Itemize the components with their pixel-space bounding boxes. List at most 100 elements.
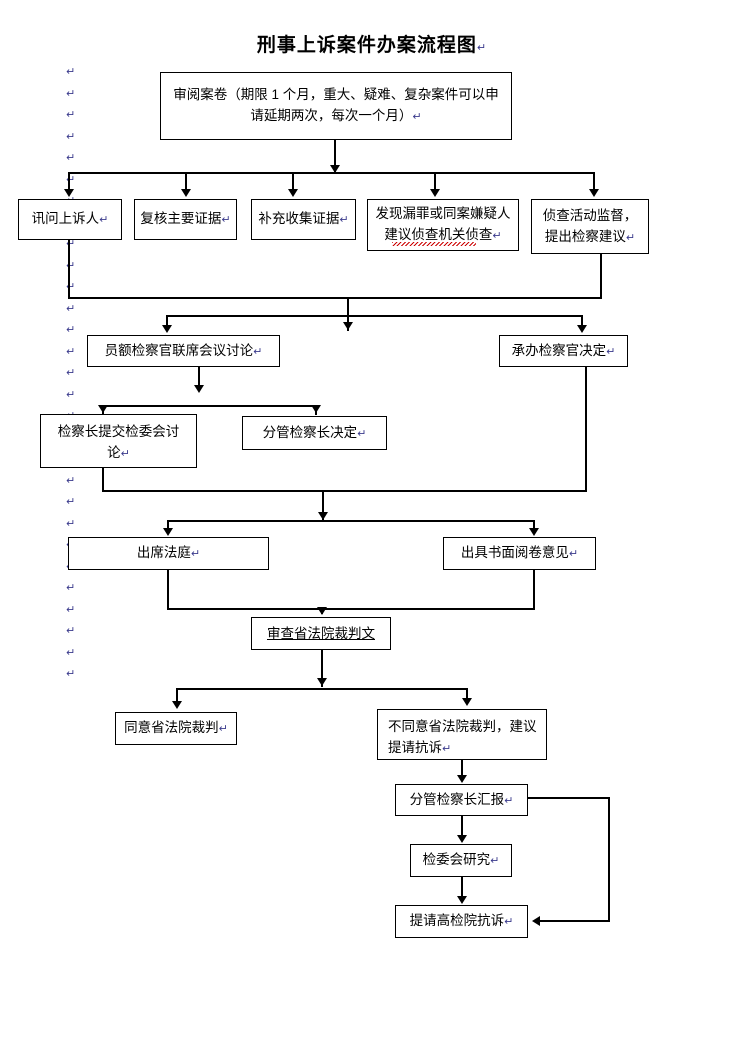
margin-pilcrow: ↵ xyxy=(66,130,76,143)
pilcrow: ↵ xyxy=(190,548,201,560)
edge-n9-down xyxy=(102,468,104,491)
margin-pilcrow: ↵ xyxy=(66,109,76,121)
arrowhead-n2 xyxy=(64,189,74,197)
pilcrow: ↵ xyxy=(221,214,231,226)
margin-pilcrow: ↵ xyxy=(66,582,76,594)
node-ti-qing-gao-jian-yuan-kang-su[interactable]: 提请高检院抗诉↵ xyxy=(395,905,528,938)
node-label: 补充收集证据↵ xyxy=(258,211,349,226)
edge-bus-to-n6 xyxy=(593,172,595,190)
arrowhead-level4-split xyxy=(194,385,204,393)
node-label: 提请高检院抗诉↵ xyxy=(409,913,514,928)
edge-bypass-right xyxy=(608,797,610,921)
pilcrow: ↵ xyxy=(99,214,109,226)
pilcrow: ↵ xyxy=(568,548,579,560)
node-jian-cha-zhang-ti-jiao[interactable]: 检察长提交检委会讨论↵ xyxy=(40,414,197,468)
edge-bypass-top xyxy=(528,797,610,799)
arrowhead-n10 xyxy=(311,405,321,413)
node-label: 承办检察官决定↵ xyxy=(511,342,616,358)
edge-split-bus-level7 xyxy=(176,688,466,690)
edge-merge-bus-level6 xyxy=(167,608,535,610)
node-bu-chong-shou-ji-zheng-ju[interactable]: 补充收集证据↵ xyxy=(251,199,356,240)
arrowhead-n3 xyxy=(181,189,191,197)
node-fu-he-zhu-yao-zheng-ju[interactable]: 复核主要证据↵ xyxy=(134,199,237,240)
margin-pilcrow: ↵ xyxy=(66,66,76,78)
arrowhead-n8 xyxy=(577,325,587,333)
node-label: 不同意省法院裁判，建议提请抗诉↵ xyxy=(388,719,537,755)
node-chu-ju-shu-mian-yue-juan-yi-jian[interactable]: 出具书面阅卷意见↵ xyxy=(443,537,596,570)
node-label: 侦查活动监督，提出检察建议↵ xyxy=(542,207,638,244)
edge-split-to-n12 xyxy=(533,520,535,530)
arrowhead-split-level3 xyxy=(343,322,353,330)
node-cheng-ban-jian-cha-guan-jue-ding[interactable]: 承办检察官决定↵ xyxy=(499,335,628,367)
margin-pilcrow: ↵ xyxy=(66,496,76,508)
edge-split-bus-level5 xyxy=(167,520,534,522)
arrowhead-n7 xyxy=(162,325,172,333)
edge-n2-down xyxy=(68,240,70,298)
margin-pilcrow: ↵ xyxy=(66,625,76,637)
node-shen-cha-sheng-fa-yuan-cai-pan-wen[interactable]: 审查省法院裁判文 xyxy=(251,617,391,650)
node-fen-guan-jian-cha-zhang-hui-bao[interactable]: 分管检察长汇报↵ xyxy=(395,784,528,816)
arrowhead-n15 xyxy=(462,698,472,706)
node-shen-yue-an-juan[interactable]: 审阅案卷（期限 1 个月，重大、疑难、复杂案件可以申请延期两次，每次一个月）↵ xyxy=(160,72,512,140)
arrowhead-n17 xyxy=(457,835,467,843)
pilcrow: ↵ xyxy=(504,794,514,807)
edge-split-to-n7 xyxy=(166,315,168,327)
node-label: 出席法庭↵ xyxy=(136,545,201,560)
edge-split-to-n8 xyxy=(581,315,583,327)
arrowhead-n14 xyxy=(172,701,182,709)
node-xun-wen-shang-su-ren[interactable]: 讯问上诉人↵ xyxy=(18,199,122,240)
edge-merge-to-split xyxy=(347,297,349,331)
node-fen-guan-jian-cha-zhang-jue-ding[interactable]: 分管检察长决定↵ xyxy=(242,416,387,450)
edge-merge-bus-level3 xyxy=(68,297,602,299)
node-label: 审阅案卷（期限 1 个月，重大、疑难、复杂案件可以申请延期两次，每次一个月）↵ xyxy=(173,87,499,123)
edge-merge-bus-level5 xyxy=(102,490,587,492)
edge-n8-down xyxy=(585,367,587,491)
node-label: 检委会研究↵ xyxy=(422,852,500,867)
node-zhen-cha-huo-dong-jian-du[interactable]: 侦查活动监督，提出检察建议↵ xyxy=(531,199,649,254)
node-label: 发现漏罪或同案嫌疑人建议侦查机关侦查↵ xyxy=(375,206,511,242)
node-label: 分管检察长决定↵ xyxy=(262,424,367,440)
margin-pilcrow: ↵ xyxy=(66,87,76,100)
edge-n17-to-n18 xyxy=(461,877,463,898)
node-tong-yi-sheng-fa-yuan-cai-pan[interactable]: 同意省法院裁判↵ xyxy=(115,712,237,745)
pilcrow: ↵ xyxy=(253,345,263,358)
pilcrow: ↵ xyxy=(357,427,367,440)
arrowhead-split-level7 xyxy=(317,678,327,686)
edge-bus-to-n5 xyxy=(434,172,436,190)
node-label: 同意省法院裁判↵ xyxy=(124,720,228,735)
node-yuan-e-jian-cha-guan-hui-yi[interactable]: 员额检察官联席会议讨论↵ xyxy=(87,335,280,367)
margin-pilcrow: ↵ xyxy=(66,388,76,401)
arrowhead-n16 xyxy=(457,775,467,783)
pilcrow: ↵ xyxy=(120,448,130,460)
pilcrow: ↵ xyxy=(490,855,500,867)
margin-pilcrow: ↵ xyxy=(66,324,76,336)
margin-pilcrow: ↵ xyxy=(66,259,76,272)
edge-n16-to-n17 xyxy=(461,816,463,836)
edge-split-bus-level4 xyxy=(102,405,316,407)
node-chu-xi-fa-ting[interactable]: 出席法庭↵ xyxy=(68,537,269,570)
node-label: 讯问上诉人↵ xyxy=(31,211,109,226)
edge-bus-to-n2 xyxy=(68,172,70,190)
node-label: 检察长提交检委会讨论↵ xyxy=(57,424,180,460)
edge-bus-to-n3 xyxy=(185,172,187,190)
margin-pilcrow: ↵ xyxy=(66,668,76,680)
page-title: 刑事上诉案件办案流程图↵ xyxy=(0,30,744,57)
margin-pilcrow: ↵ xyxy=(66,603,76,616)
edge-bypass-bottom xyxy=(540,920,610,922)
edge-split-to-n11 xyxy=(167,520,169,530)
pilcrow: ↵ xyxy=(412,111,422,123)
node-bu-tong-yi-sheng-fa-yuan-cai-pan[interactable]: 不同意省法院裁判，建议提请抗诉↵ xyxy=(377,709,547,760)
pilcrow: ↵ xyxy=(625,231,636,244)
arrowhead-bypass-n18 xyxy=(532,916,540,926)
pilcrow: ↵ xyxy=(339,214,349,226)
margin-pilcrow: ↵ xyxy=(66,646,76,659)
arrowhead-bus-level2 xyxy=(330,165,340,173)
margin-pilcrow: ↵ xyxy=(66,281,76,293)
arrowhead-n5 xyxy=(430,189,440,197)
node-jian-wei-hui-yan-jiu[interactable]: 检委会研究↵ xyxy=(410,844,512,877)
margin-pilcrow: ↵ xyxy=(66,474,76,487)
arrowhead-n11 xyxy=(163,528,173,536)
arrowhead-n9 xyxy=(98,405,108,413)
node-label: 出具书面阅卷意见↵ xyxy=(460,545,579,560)
spellcheck-underline xyxy=(392,242,476,246)
